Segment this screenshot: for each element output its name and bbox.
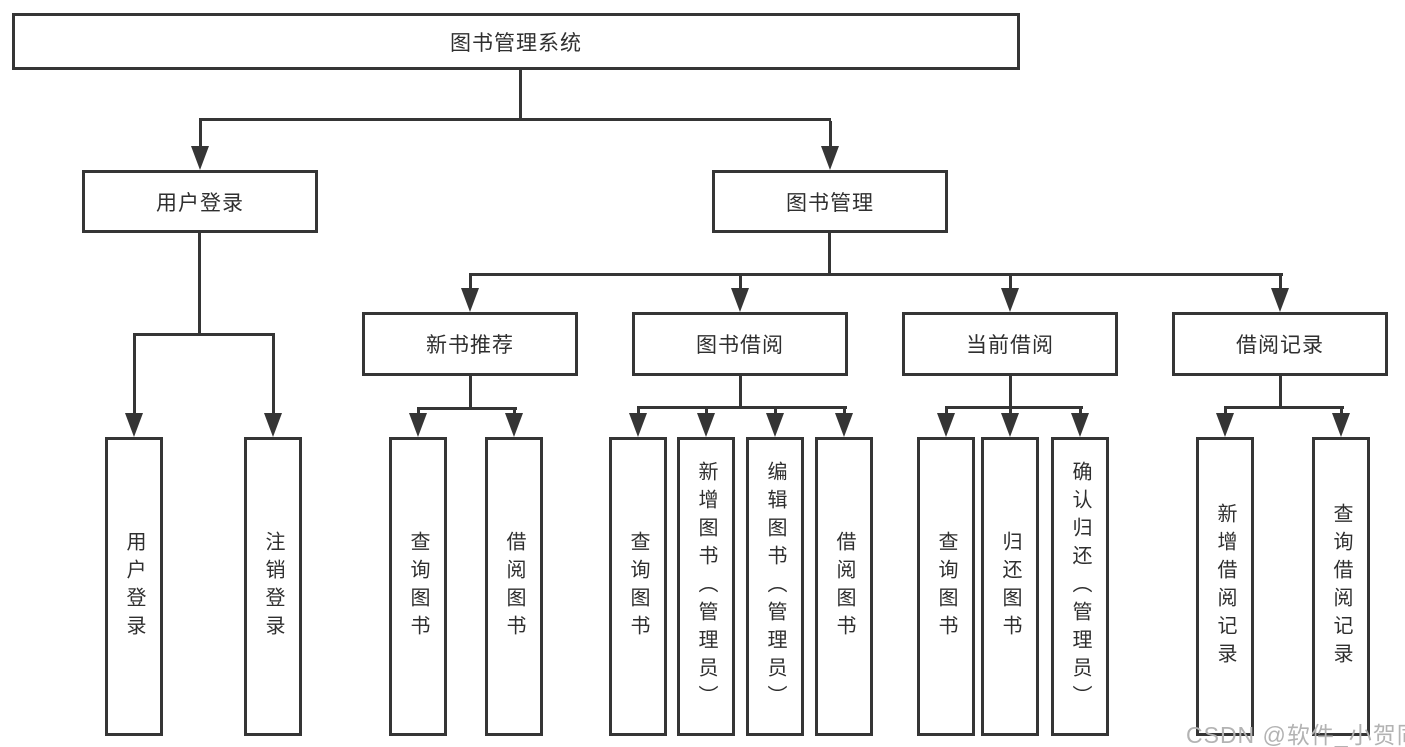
- node-book-management-label: 图书管理: [786, 191, 874, 215]
- connector-root-stem: [519, 70, 522, 118]
- leaf-label: 编辑图书（管理员）: [764, 460, 786, 713]
- connector-to-leaf: [133, 336, 136, 413]
- arrow-down-icon: [821, 146, 839, 170]
- arrow-down-icon: [264, 413, 282, 437]
- connector-current-borrow-stem: [1009, 376, 1012, 409]
- arrow-down-icon: [731, 288, 749, 312]
- connector-to-user-login: [199, 121, 202, 146]
- node-user-login: 用户登录: [82, 170, 318, 233]
- leaf-query-books-current: 查询图书: [917, 437, 975, 736]
- connector-book-borrow-branch: [637, 406, 847, 409]
- node-borrow-records-label: 借阅记录: [1236, 334, 1324, 357]
- leaf-borrow-books: 借阅图书: [815, 437, 873, 736]
- leaf-edit-books-admin: 编辑图书（管理员）: [746, 437, 804, 736]
- connector-to-leaf: [705, 409, 708, 415]
- connector-to-leaf: [637, 409, 640, 415]
- arrow-down-icon: [1001, 288, 1019, 312]
- connector-to-leaf: [1340, 409, 1343, 415]
- connector-to-borrow-records: [1279, 276, 1282, 290]
- connector-to-leaf: [945, 409, 948, 415]
- arrow-down-icon: [409, 413, 427, 437]
- node-root-label: 图书管理系统: [450, 31, 582, 55]
- leaf-label: 注销登录: [262, 530, 284, 643]
- leaf-query-books-borrow: 查询图书: [609, 437, 667, 736]
- leaf-label: 查询图书: [935, 530, 957, 643]
- connector-new-book-stem: [469, 376, 472, 410]
- node-book-borrow: 图书借阅: [632, 312, 848, 376]
- connector-to-leaf: [272, 336, 275, 413]
- connector-root-branch: [199, 118, 831, 121]
- arrow-down-icon: [1001, 413, 1019, 437]
- leaf-add-borrow-record: 新增借阅记录: [1196, 437, 1254, 736]
- leaf-label: 借阅图书: [503, 530, 525, 643]
- connector-to-leaf: [1009, 409, 1012, 415]
- connector-to-leaf: [843, 409, 846, 415]
- leaf-label: 借阅图书: [833, 530, 855, 643]
- leaf-logout: 注销登录: [244, 437, 302, 736]
- leaf-label: 查询借阅记录: [1330, 502, 1352, 671]
- arrow-down-icon: [191, 146, 209, 170]
- connector-to-leaf: [1224, 409, 1227, 415]
- leaf-user-login: 用户登录: [105, 437, 163, 736]
- leaf-label: 用户登录: [123, 530, 145, 643]
- node-book-borrow-label: 图书借阅: [696, 334, 784, 357]
- arrow-down-icon: [461, 288, 479, 312]
- connector-to-leaf: [774, 409, 777, 415]
- connector-to-book-borrow: [739, 276, 742, 290]
- arrow-down-icon: [835, 413, 853, 437]
- connector-user-login-branch: [133, 333, 275, 336]
- node-borrow-records: 借阅记录: [1172, 312, 1388, 376]
- connector-to-leaf: [1079, 409, 1082, 415]
- leaf-label: 新增图书（管理员）: [695, 460, 717, 713]
- leaf-query-books-recommend: 查询图书: [389, 437, 447, 736]
- leaf-borrow-books-recommend: 借阅图书: [485, 437, 543, 736]
- node-book-management: 图书管理: [712, 170, 948, 233]
- arrow-down-icon: [1271, 288, 1289, 312]
- node-current-borrow-label: 当前借阅: [966, 334, 1054, 357]
- leaf-label: 查询图书: [407, 530, 429, 643]
- arrow-down-icon: [125, 413, 143, 437]
- connector-borrow-records-stem: [1279, 376, 1282, 409]
- arrow-down-icon: [697, 413, 715, 437]
- leaf-query-borrow-record: 查询借阅记录: [1312, 437, 1370, 736]
- connector-book-management-branch: [469, 273, 1283, 276]
- connector-current-borrow-branch: [945, 406, 1083, 409]
- leaf-return-books: 归还图书: [981, 437, 1039, 736]
- connector-new-book-branch: [417, 407, 517, 410]
- arrow-down-icon: [629, 413, 647, 437]
- leaf-confirm-return-admin: 确认归还（管理员）: [1051, 437, 1109, 736]
- connector-book-management-stem: [828, 233, 831, 276]
- node-root: 图书管理系统: [12, 13, 1020, 70]
- arrow-down-icon: [766, 413, 784, 437]
- connector-book-borrow-stem: [739, 376, 742, 409]
- connector-to-new-book: [469, 276, 472, 290]
- connector-borrow-records-branch: [1224, 406, 1344, 409]
- arrow-down-icon: [1071, 413, 1089, 437]
- leaf-label: 确认归还（管理员）: [1069, 460, 1091, 713]
- arrow-down-icon: [1216, 413, 1234, 437]
- arrow-down-icon: [937, 413, 955, 437]
- node-current-borrow: 当前借阅: [902, 312, 1118, 376]
- connector-user-login-stem: [198, 233, 201, 335]
- arrow-down-icon: [1332, 413, 1350, 437]
- node-user-login-label: 用户登录: [156, 191, 244, 215]
- leaf-label: 查询图书: [627, 530, 649, 643]
- connector-to-book-management: [829, 121, 832, 146]
- leaf-add-books-admin: 新增图书（管理员）: [677, 437, 735, 736]
- connector-to-current-borrow: [1009, 276, 1012, 290]
- leaf-label: 新增借阅记录: [1214, 502, 1236, 671]
- leaf-label: 归还图书: [999, 530, 1021, 643]
- csdn-watermark: CSDN @软件_小贺同学: [1186, 722, 1405, 747]
- arrow-down-icon: [505, 413, 523, 437]
- node-new-book-recommend-label: 新书推荐: [426, 334, 514, 357]
- node-new-book-recommend: 新书推荐: [362, 312, 578, 376]
